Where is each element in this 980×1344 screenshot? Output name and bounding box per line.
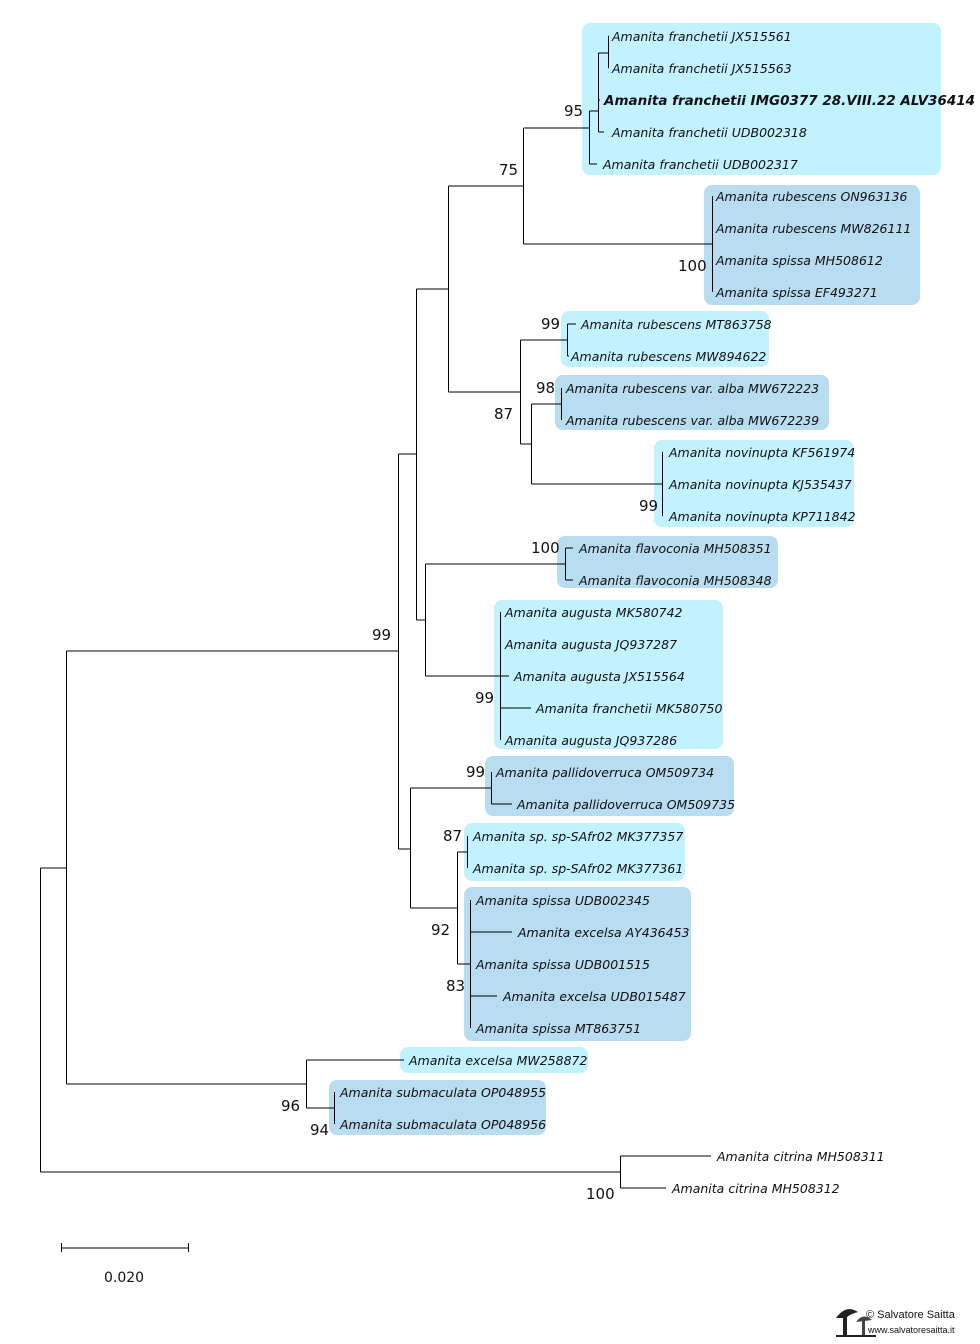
branch-citrina	[620, 1155, 711, 1189]
leaf-labels: Amanita franchetii JX515561 Amanita fran…	[339, 29, 975, 1196]
branch-node-425	[425, 563, 566, 677]
leaf-label: Amanita augusta JX515564	[513, 669, 685, 684]
branch-node-87	[520, 339, 568, 445]
clade-box-flavoconia	[557, 536, 778, 588]
scale-bar-line	[61, 1243, 189, 1252]
leaf-label: Amanita citrina MH508311	[716, 1149, 885, 1164]
branch-ingroup	[66, 650, 399, 1085]
leaf-label: Amanita submaculata OP048956	[339, 1117, 546, 1132]
leaf-label: Amanita augusta MK580742	[504, 605, 683, 620]
bootstrap-value: 100	[678, 257, 707, 275]
bootstrap-value: 96	[281, 1097, 300, 1115]
bootstrap-value: 92	[431, 921, 450, 939]
bootstrap-value: 100	[586, 1185, 615, 1203]
leaf-label: Amanita sp. sp-SAfr02 MK377357	[472, 829, 683, 844]
bootstrap-value: 99	[639, 497, 658, 515]
leaf-label: Amanita franchetii JX515563	[611, 61, 792, 76]
tree-branches	[40, 35, 713, 1189]
branch-augusta	[500, 612, 531, 740]
clade-box-rubescens-2	[561, 311, 769, 367]
branch-franchetii-sub	[598, 52, 609, 133]
leaf-label: Amanita excelsa UDB015487	[502, 989, 686, 1004]
branch-lower	[410, 787, 492, 909]
branch-node-531	[531, 403, 663, 485]
branch-franchetii-tips	[608, 35, 609, 69]
clade-box-spissa-excelsa	[464, 887, 691, 1041]
leaf-label: Amanita sp. sp-SAfr02 MK377361	[472, 861, 683, 876]
leaf-label: Amanita flavoconia MH508351	[578, 541, 772, 556]
bootstrap-value: 99	[372, 626, 391, 644]
clade-box-excelsa	[400, 1047, 588, 1073]
leaf-label: Amanita rubescens MW894622	[570, 349, 766, 364]
leaf-label: Amanita spissa UDB001515	[475, 957, 650, 972]
leaf-label: Amanita rubescens MW826111	[715, 221, 911, 236]
bootstrap-value: 94	[310, 1121, 329, 1139]
leaf-label: Amanita spissa MT863751	[475, 1021, 641, 1036]
clade-box-submaculata	[329, 1080, 546, 1135]
branch-node-75	[523, 127, 713, 245]
bootstrap-value: 100	[531, 539, 560, 557]
clade-box-novinupta	[654, 440, 854, 527]
scale-bar-label: 0.020	[104, 1270, 144, 1286]
branch-node-96	[306, 1059, 404, 1109]
bootstrap-value: 83	[446, 977, 465, 995]
clade-highlight-boxes	[329, 23, 941, 1135]
bootstrap-value: 95	[564, 102, 583, 120]
bootstrap-value: 99	[466, 763, 485, 781]
branch-flavoconia	[565, 547, 573, 581]
branch-pallidoverruca	[491, 772, 512, 805]
leaf-label: Amanita novinupta KF561974	[668, 445, 855, 460]
leaf-label: Amanita spissa UDB002345	[475, 893, 650, 908]
branch-upper	[416, 288, 449, 621]
bootstrap-value: 98	[536, 379, 555, 397]
clade-box-pallidoverruca	[485, 756, 734, 816]
bootstrap-value: 99	[541, 315, 560, 333]
leaf-label: Amanita rubescens MT863758	[580, 317, 772, 332]
leaf-label: Amanita franchetii UDB002318	[611, 125, 807, 140]
branch-spissa-excelsa	[470, 900, 512, 1028]
leaf-label-highlighted: Amanita franchetii IMG0377 28.VIII.22 AL…	[603, 93, 975, 109]
clade-box-augusta	[494, 600, 723, 749]
leaf-label: Amanita rubescens ON963136	[715, 189, 907, 204]
watermark-copyright: © Salvatore Saitta	[866, 1309, 956, 1321]
watermark: © Salvatore Saitta www.salvatoresaitta.i…	[836, 1309, 956, 1337]
bootstrap-value: 87	[443, 827, 462, 845]
leaf-label: Amanita rubescens var. alba MW672239	[565, 413, 819, 428]
leaf-label: Amanita novinupta KP711842	[668, 509, 856, 524]
clade-box-rubescens-alba	[555, 375, 829, 430]
leaf-label: Amanita novinupta KJ535437	[668, 477, 852, 492]
bootstrap-value: 99	[475, 689, 494, 707]
leaf-label: Amanita augusta JQ937287	[504, 637, 677, 652]
leaf-label: Amanita pallidoverruca OM509734	[495, 765, 714, 780]
clade-box-sp-safr02	[464, 823, 685, 881]
leaf-label: Amanita augusta JQ937286	[504, 733, 677, 748]
watermark-url: www.salvatoresaitta.it	[867, 1325, 955, 1335]
clade-box-rubescens	[704, 185, 920, 305]
leaf-label: Amanita submaculata OP048955	[339, 1085, 546, 1100]
branch-root	[40, 867, 620, 1173]
leaf-label: Amanita franchetii UDB002317	[602, 157, 798, 172]
branch-node-448	[448, 185, 524, 393]
leaf-label: Amanita excelsa MW258872	[408, 1053, 587, 1068]
leaf-label: Amanita excelsa AY436453	[517, 925, 690, 940]
leaf-label: Amanita flavoconia MH508348	[578, 573, 772, 588]
leaf-label: Amanita rubescens var. alba MW672223	[565, 381, 819, 396]
branch-node-99	[398, 453, 417, 850]
leaf-label: Amanita spissa EF493271	[715, 285, 878, 300]
branch-rubescens-2	[567, 323, 576, 357]
leaf-label: Amanita franchetii MK580750	[535, 701, 722, 716]
leaf-label: Amanita citrina MH508312	[671, 1181, 840, 1196]
bootstrap-value: 87	[494, 405, 513, 423]
leaf-label: Amanita franchetii JX515561	[611, 29, 792, 44]
leaf-label: Amanita spissa MH508612	[715, 253, 883, 268]
bootstrap-labels: 95 75 100 99 98 87 99 100 99 99 99 87 92…	[281, 102, 707, 1203]
bootstrap-value: 75	[499, 161, 518, 179]
mushroom-logo-icon	[836, 1309, 876, 1337]
clade-box-franchetii	[582, 23, 941, 175]
branch-node-92	[457, 851, 471, 965]
branch-franchetii-clade	[589, 110, 599, 165]
scale-bar: 0.020	[61, 1243, 189, 1286]
leaf-label: Amanita pallidoverruca OM509735	[516, 797, 735, 812]
